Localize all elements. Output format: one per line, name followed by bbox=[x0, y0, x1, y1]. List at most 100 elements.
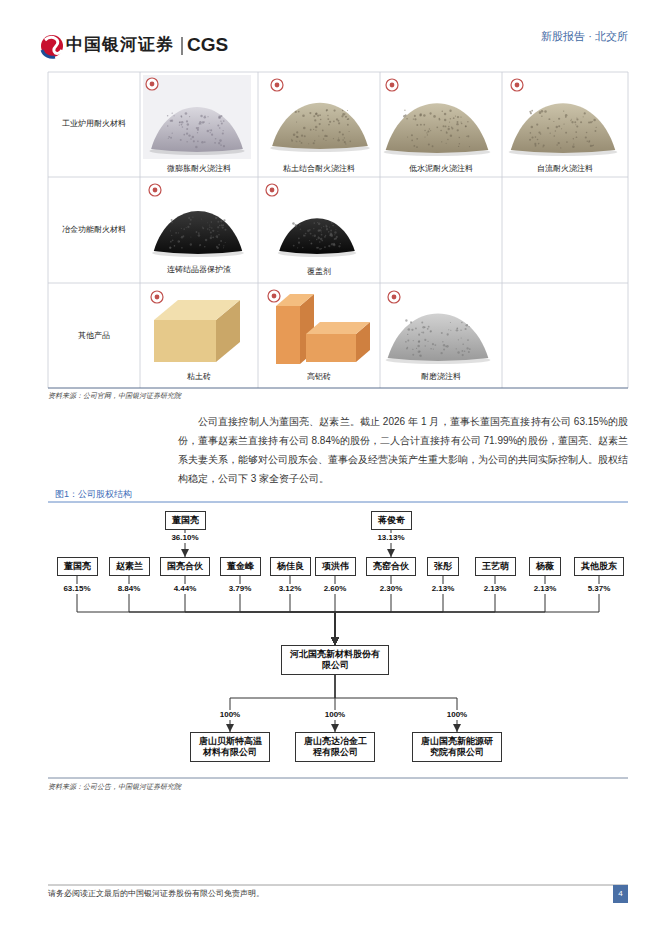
powder-grain bbox=[310, 233, 312, 235]
powder-grain bbox=[316, 112, 318, 114]
powder-pile bbox=[386, 103, 489, 153]
powder-grain bbox=[413, 118, 414, 119]
powder-grain bbox=[411, 134, 413, 136]
powder-grain bbox=[205, 115, 206, 116]
powder-grain bbox=[443, 125, 445, 127]
powder-grain bbox=[192, 136, 194, 138]
share-percentage: 100% bbox=[323, 710, 347, 720]
powder-grain bbox=[406, 347, 408, 349]
powder-grain bbox=[341, 115, 343, 117]
powder-grain bbox=[340, 243, 341, 244]
powder-grain bbox=[593, 145, 594, 146]
powder-grain bbox=[427, 328, 429, 330]
powder-grain bbox=[404, 110, 405, 111]
powder-grain bbox=[181, 121, 183, 123]
product-photo bbox=[146, 181, 250, 261]
powder-grain bbox=[181, 236, 183, 238]
powder-grain bbox=[308, 143, 309, 144]
powder-grain bbox=[459, 143, 460, 144]
powder-grain bbox=[465, 324, 467, 326]
powder-grain bbox=[298, 242, 300, 244]
product-photo bbox=[143, 75, 251, 159]
powder-grain bbox=[338, 137, 339, 138]
powder-grain bbox=[321, 248, 322, 249]
powder-grain bbox=[320, 238, 322, 240]
powder-grain bbox=[209, 130, 210, 131]
powder-grain bbox=[167, 125, 168, 126]
shareholder-box: 亮窑合伙 bbox=[366, 557, 416, 576]
powder-grain bbox=[531, 110, 533, 112]
powder-grain bbox=[467, 339, 469, 341]
powder-grain bbox=[428, 144, 430, 146]
powder-grain bbox=[548, 118, 550, 120]
powder-grain bbox=[422, 332, 424, 334]
powder-grain bbox=[408, 328, 411, 331]
powder-grain bbox=[330, 233, 332, 235]
powder-grain bbox=[420, 113, 422, 115]
powder-grain bbox=[338, 122, 340, 124]
powder-pile bbox=[388, 313, 489, 361]
powder-grain bbox=[571, 119, 572, 120]
powder-grain bbox=[450, 322, 451, 323]
powder-pile bbox=[151, 107, 243, 152]
source-note: 资料来源：公司官网，中国银河证券研究院 bbox=[48, 391, 181, 400]
powder-grain bbox=[466, 347, 468, 349]
powder-grain bbox=[344, 137, 345, 138]
powder-grain bbox=[329, 227, 330, 228]
powder-grain bbox=[219, 127, 221, 129]
powder-grain bbox=[204, 246, 206, 248]
node-text: 杨佳良 bbox=[277, 561, 304, 572]
powder-grain bbox=[585, 137, 587, 139]
powder-grain bbox=[449, 122, 450, 123]
brand-badge-dot bbox=[270, 188, 275, 193]
brand-badge bbox=[146, 78, 158, 90]
shareholder-box: 杨薇 bbox=[529, 557, 561, 576]
powder-grain bbox=[171, 222, 173, 224]
powder-grain bbox=[462, 350, 464, 352]
powder-grain bbox=[332, 225, 334, 227]
powder-grain bbox=[181, 228, 182, 229]
powder-grain bbox=[179, 121, 181, 123]
powder-grain bbox=[333, 138, 334, 139]
powder-grain bbox=[405, 341, 407, 343]
subsidiary-box: 唐山亮达冶金工程有限公司 bbox=[295, 732, 375, 762]
powder-grain bbox=[418, 341, 420, 343]
product-name: 高铝砖 bbox=[258, 372, 380, 382]
powder-grain bbox=[218, 142, 220, 144]
powder-grain bbox=[326, 135, 328, 137]
powder-grain bbox=[423, 114, 425, 116]
product-name: 耐磨浇注料 bbox=[380, 372, 502, 382]
product-name: 低水泥耐火浇注料 bbox=[380, 164, 502, 174]
powder-grain bbox=[447, 139, 448, 140]
powder-grain bbox=[335, 229, 336, 230]
company-logo bbox=[41, 35, 63, 57]
powder-grain bbox=[342, 133, 344, 135]
powder-grain bbox=[543, 144, 545, 146]
powder-grain bbox=[336, 118, 338, 120]
powder-grain bbox=[427, 131, 429, 133]
share-percentage: 2.30% bbox=[378, 584, 405, 594]
share-percentage: 3.12% bbox=[277, 584, 304, 594]
figure-source: 资料来源：公司公告，中国银河证券研究院 bbox=[48, 782, 181, 791]
powder-grain bbox=[180, 115, 182, 117]
powder-grain bbox=[200, 115, 202, 117]
powder-pile bbox=[154, 211, 242, 254]
powder-grain bbox=[418, 351, 421, 354]
ownership-connector bbox=[335, 576, 495, 645]
node-text: 董国亮 bbox=[172, 515, 199, 526]
ownership-connector bbox=[185, 576, 335, 645]
powder-grain bbox=[443, 344, 445, 346]
powder-grain bbox=[318, 236, 319, 237]
holder-box: 董国亮 bbox=[165, 511, 206, 530]
powder-grain bbox=[205, 239, 208, 242]
powder-grain bbox=[221, 224, 223, 226]
powder-grain bbox=[417, 345, 420, 348]
powder-grain bbox=[468, 351, 470, 353]
shareholder-box: 项洪伟 bbox=[315, 557, 356, 576]
powder-grain bbox=[458, 146, 459, 147]
powder-grain bbox=[209, 224, 210, 225]
powder-grain bbox=[217, 124, 219, 126]
node-text: 张彤 bbox=[434, 561, 452, 572]
powder-grain bbox=[307, 230, 310, 233]
powder-grain bbox=[339, 131, 341, 133]
